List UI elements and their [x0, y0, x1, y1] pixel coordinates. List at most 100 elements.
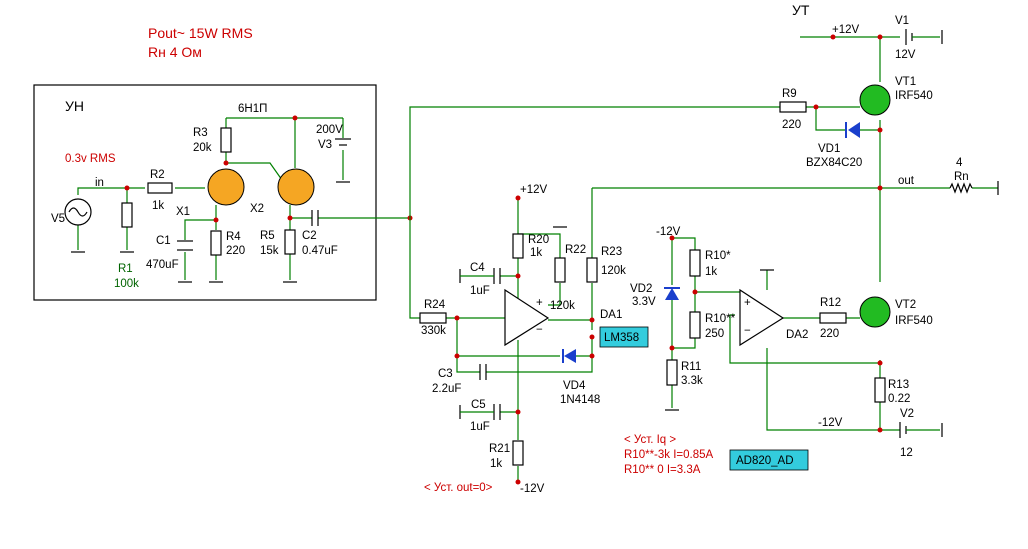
c1-label: C1 — [156, 235, 171, 247]
da2-type-box — [729, 449, 809, 471]
da1-type: LM358 — [604, 332, 639, 344]
vt1-type: IRF540 — [895, 90, 933, 102]
input-level-label: 0.3v RMS — [65, 153, 116, 165]
x2-triode-tube — [277, 168, 315, 206]
c4-value: 1uF — [470, 285, 490, 297]
minus12-bottom-label: -12V — [520, 483, 545, 495]
r20-label: R20 — [528, 234, 549, 246]
r1-value: 100k — [114, 278, 139, 290]
r22-value: 120k — [550, 300, 575, 312]
v2-value: 12 — [900, 447, 913, 459]
node-dot — [877, 34, 883, 40]
x2-label: X2 — [250, 203, 264, 215]
r1-label: R1 — [118, 263, 133, 275]
r2-value: 1k — [152, 200, 164, 212]
c5-label: C5 — [471, 399, 486, 411]
da1-opamp — [504, 288, 550, 347]
input-net-label: in — [95, 177, 104, 189]
x1-triode-tube — [207, 168, 245, 206]
r4-resistor — [210, 230, 222, 256]
vd1-zener-diode — [848, 122, 860, 138]
vd2-value: 3.3V — [632, 296, 656, 308]
r5-resistor — [284, 229, 296, 255]
r3-value: 20k — [193, 142, 212, 154]
r10ss-resistor — [689, 311, 701, 339]
r3-label: R3 — [193, 127, 208, 139]
vt2-type: IRF540 — [895, 315, 933, 327]
node-dot — [515, 409, 521, 415]
node-dot — [287, 215, 293, 221]
r12-value: 220 — [820, 328, 839, 340]
r10ss-value: 250 — [705, 328, 724, 340]
r22-label: R22 — [565, 244, 586, 256]
node-dot — [454, 315, 460, 321]
r5-value: 15k — [260, 245, 279, 257]
node-dot — [515, 195, 521, 201]
v3-value: 200V — [316, 124, 343, 136]
vd1-type: BZX84C20 — [806, 157, 862, 169]
node-dot — [877, 185, 883, 191]
vt1-label: VT1 — [895, 76, 916, 88]
minus12-right-label: -12V — [818, 417, 843, 429]
node-dot — [515, 273, 521, 279]
node-dot — [669, 345, 675, 351]
c3-label: C3 — [438, 368, 453, 380]
da2-label: DA2 — [786, 329, 808, 341]
da2-opamp — [739, 288, 785, 347]
node-dot — [830, 34, 836, 40]
r12-resistor — [819, 312, 847, 324]
node-dot — [669, 235, 675, 241]
rn-value: 4 — [956, 157, 963, 169]
set-out-note: < Уст. out=0> — [424, 482, 493, 494]
v1-value: 12V — [895, 49, 916, 61]
r24-value: 330k — [421, 325, 446, 337]
da2-type: AD820_AD — [736, 455, 794, 467]
node-dot — [589, 353, 595, 359]
rn-load-resistor — [949, 182, 973, 194]
plus12-top-label: +12V — [832, 24, 860, 36]
r23-resistor — [586, 257, 598, 283]
r9-label: R9 — [782, 88, 797, 100]
r1-resistor — [121, 202, 133, 228]
r22-resistor — [554, 257, 566, 283]
vd4-label: VD4 — [563, 380, 586, 392]
node-dot — [292, 115, 298, 121]
r11-label: R11 — [681, 361, 701, 373]
power-spec: Pout~ 15W RMS — [148, 25, 253, 41]
output-net-label: out — [898, 175, 915, 187]
r9-resistor — [779, 101, 807, 113]
c5-value: 1uF — [470, 421, 490, 433]
r10ss-label: R10** — [705, 313, 736, 325]
r13-value: 0.22 — [888, 393, 910, 405]
node-dot — [589, 334, 595, 340]
r5-label: R5 — [260, 230, 275, 242]
r20-resistor — [512, 233, 524, 259]
vt1-mosfet — [859, 84, 891, 116]
r10s-label: R10* — [705, 250, 731, 262]
c4-label: C4 — [470, 262, 485, 274]
node-dot — [124, 185, 130, 191]
r10s-resistor — [689, 249, 701, 277]
minus12-top-label: -12V — [656, 226, 681, 238]
v2-label: V2 — [900, 408, 914, 420]
node-dot — [813, 104, 819, 110]
da1-label: DA1 — [600, 309, 622, 321]
iq-note-line2: R10** 0 I=3.3A — [624, 464, 701, 476]
da1-minus-pin: − — [536, 324, 543, 336]
plus12-mid-label: +12V — [520, 184, 548, 196]
da1-type-box — [599, 326, 649, 348]
node-dot — [589, 317, 595, 323]
iq-note-title: < Уст. Iq > — [624, 434, 676, 446]
rn-label: Rn — [954, 171, 969, 183]
r9-value: 220 — [782, 119, 801, 131]
c3-value: 2.2uF — [432, 383, 461, 395]
r4-label: R4 — [226, 231, 241, 243]
c2-value: 0.47uF — [302, 245, 338, 257]
c2-label: C2 — [302, 230, 317, 242]
r12-label: R12 — [820, 297, 841, 309]
vt2-label: VT2 — [895, 299, 916, 311]
r23-label: R23 — [601, 246, 622, 258]
r11-resistor — [666, 359, 678, 386]
v5-sine-icon — [68, 207, 88, 217]
node-dot — [454, 353, 460, 359]
